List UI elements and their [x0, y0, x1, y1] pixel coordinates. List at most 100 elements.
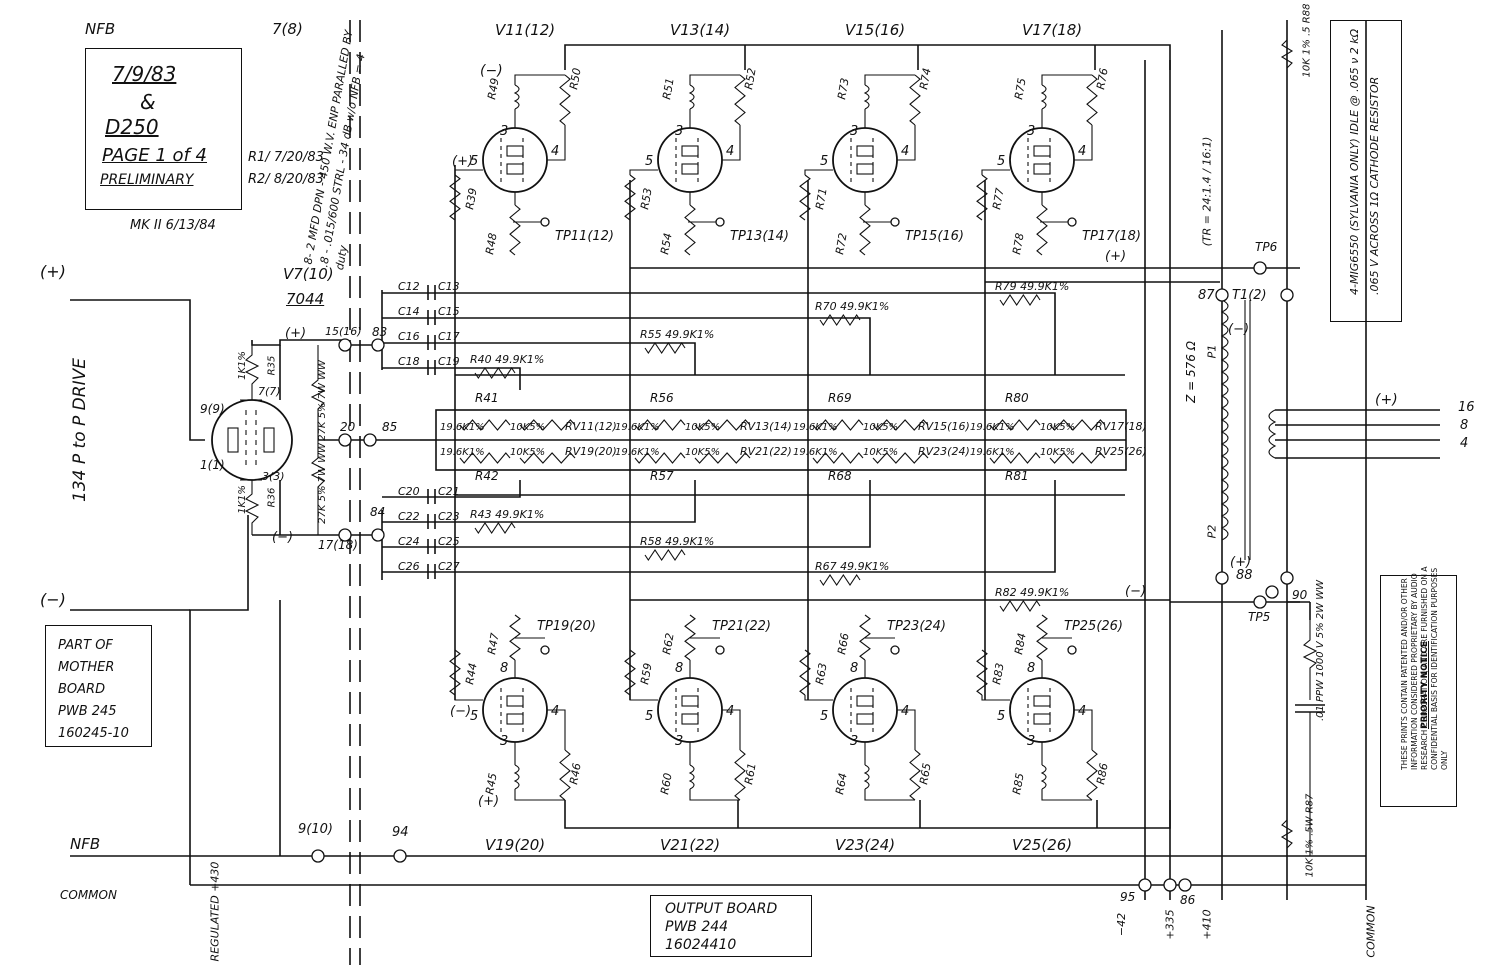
bias-resistor-lower	[634, 452, 686, 464]
upper-tube-rg: R71	[813, 187, 830, 211]
lower-screen-wire-2	[722, 709, 741, 750]
upper-resistor-rk	[684, 204, 696, 256]
node-9-10: 9(10)	[298, 822, 333, 837]
node-1: 1(1)	[200, 458, 225, 472]
upper-tube-name: V13(14)	[670, 21, 730, 39]
lower-resistor-rg	[624, 649, 636, 696]
upper-pin-5: 5	[645, 154, 653, 169]
driver-r35: R35	[266, 355, 278, 376]
bias-resistor-lower	[989, 452, 1041, 464]
bias-r-label: R41	[475, 391, 499, 405]
bias-pv-label-lower: 10K5%	[510, 447, 545, 458]
part-of-line: PWB 245	[58, 704, 117, 719]
upper-tube-rg: R39	[463, 187, 480, 211]
lower-tube-name: V19(20)	[485, 836, 545, 854]
lower-tube-rg: R59	[638, 662, 655, 686]
output-board-line: 16024410	[665, 937, 737, 953]
upper-tube-ra: R49	[485, 77, 502, 101]
upper-screen-wire	[1074, 125, 1093, 161]
upper-tube-rg: R77	[990, 187, 1007, 211]
lower-tube-tp: TP19(20)	[537, 619, 596, 634]
lower-bottom-wire	[514, 789, 565, 801]
upper-pin-5: 5	[997, 154, 1005, 169]
upper-grid-wire	[629, 169, 658, 175]
lower-pin-5: 5	[820, 709, 828, 724]
lower-screen-wire-2	[547, 709, 566, 750]
lower-resistor-rb	[734, 749, 746, 801]
upper-pin-3: 3	[500, 124, 508, 139]
bias-r-label-lower: R42	[475, 469, 499, 483]
lower-pin-3: 3	[1027, 734, 1035, 749]
cap-label: C26	[398, 560, 420, 573]
upper-plate-coil	[688, 84, 695, 110]
tr-p1: P1	[1205, 344, 1219, 359]
upper-tube-cathode	[1033, 145, 1051, 157]
upper-plate-coil	[863, 84, 870, 110]
upper-tube-envelope	[1009, 127, 1075, 193]
upper-tube-name: V17(18)	[1022, 21, 1082, 39]
upper-tube-rb: R52	[742, 67, 759, 91]
upper-tube-rk: R54	[658, 232, 675, 256]
bias-r-label-lower: R57	[650, 469, 674, 483]
driver-p7: 7(7)	[258, 385, 281, 398]
resistor-r36	[244, 480, 260, 535]
upper-tube-cathode	[681, 145, 699, 157]
upper-tube-name: V11(12)	[495, 21, 555, 39]
lower-tube-cathode	[506, 713, 524, 725]
node-84: 84	[370, 505, 386, 519]
bias-val-label-lower: 19.6K1%	[793, 447, 838, 458]
lower-resistor-rg	[799, 649, 811, 696]
upper-resistor-rg	[799, 174, 811, 221]
upper-bplus-bus	[564, 44, 1171, 70]
lower-plate-coil	[688, 764, 695, 790]
upper-tube-cathode	[506, 145, 524, 157]
grid-resistor	[999, 294, 1041, 306]
lower-resistor-rb	[1086, 749, 1098, 801]
lower-pin-3: 3	[675, 734, 683, 749]
lower-tube-rk: R45	[483, 772, 500, 796]
lower-tp-terminal	[890, 645, 900, 655]
cap-label: C16	[398, 330, 420, 343]
lower-tube-tp: TP25(26)	[1064, 619, 1123, 634]
lower-screen-wire-2	[1074, 709, 1093, 750]
node-94: 94	[392, 825, 409, 840]
bias-val-label: 19.6K1%	[793, 422, 838, 433]
drive-plus-in	[70, 299, 205, 441]
out-plus: (+)	[1375, 392, 1398, 408]
bias-pv-label: 10K5%	[510, 422, 545, 433]
bias-r-label: R80	[1005, 391, 1029, 405]
lower-tube-rk: R60	[658, 772, 675, 796]
cap-label: C24	[398, 535, 420, 548]
driver-ra: 27K 5% 7W WW	[316, 360, 328, 441]
tr-87: 87	[1198, 288, 1215, 303]
upper-tp-terminal	[540, 217, 550, 227]
grid-resistor-label: R55 49.9K1%	[640, 328, 714, 341]
bias-pv-label-lower: 10K5%	[863, 447, 898, 458]
bias-pot-label: RV15(16)	[918, 420, 970, 433]
upper-plate-coil	[1040, 84, 1047, 110]
bias-pot-label-lower: RV19(20)	[565, 445, 617, 458]
lower-resistor-rb	[559, 749, 571, 801]
upper-grid-wire	[981, 169, 1010, 175]
lower-grid-wire	[804, 695, 833, 701]
bias-pot-upper	[519, 419, 576, 431]
bias-val-label: 19.6K1%	[440, 422, 485, 433]
lower-pin-4: 4	[901, 704, 909, 719]
lower-tube-rk: R85	[1010, 772, 1027, 796]
lower-pin-5: 5	[645, 709, 653, 724]
lower-resistor-rb	[909, 749, 921, 801]
lower-pin-3: 3	[850, 734, 858, 749]
lower-tube-cathode	[681, 713, 699, 725]
grid-resistor-label: R79 49.9K1%	[995, 280, 1069, 293]
resistor-r88	[1280, 39, 1294, 69]
grid-resistor-label: R67 49.9K1%	[815, 560, 889, 573]
upper-tube-rg: R53	[638, 187, 655, 211]
upper-plus-marker: (+)	[452, 154, 473, 169]
upper-tube-tp: TP11(12)	[555, 229, 614, 244]
supply-label: −42	[1115, 912, 1129, 937]
lower-tube-rk: R64	[833, 772, 850, 796]
tr-t1: T1(2)	[1232, 288, 1267, 303]
upper-pin-3: 3	[675, 124, 683, 139]
upper-tp-terminal	[1067, 217, 1077, 227]
